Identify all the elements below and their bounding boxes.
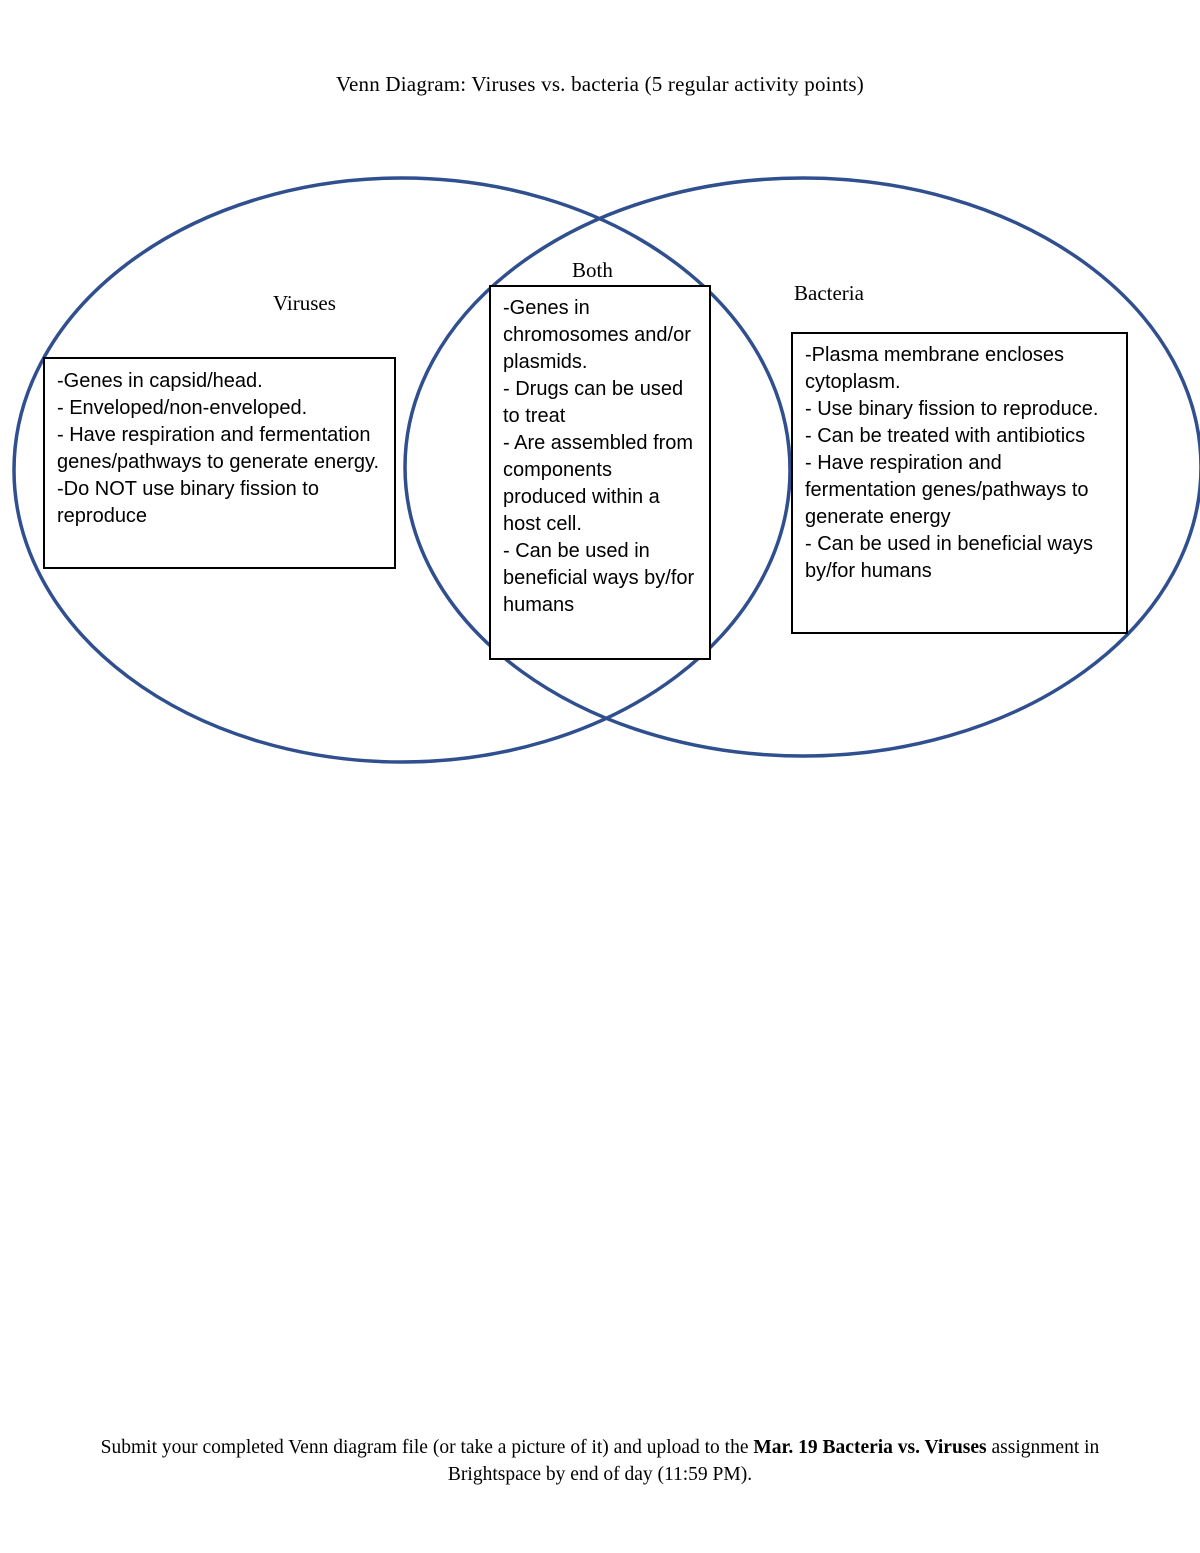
bacteria-item: - Have respiration and fermentation gene… (805, 452, 1095, 528)
bacteria-label: Bacteria (794, 281, 864, 305)
viruses-item: - Have respiration and fermentation gene… (57, 424, 380, 473)
viruses-item: -Do NOT use binary fission to reproduce (57, 478, 325, 527)
viruses-circle (12, 176, 792, 764)
both-label: Both (572, 258, 613, 282)
both-item: - Drugs can be used to treat (503, 378, 689, 427)
assignment-name: Mar. 19 Bacteria vs. Viruses (753, 1437, 987, 1458)
venn-diagram (12, 176, 1200, 764)
bacteria-item: -Plasma membrane encloses cytoplasm. (805, 344, 1070, 393)
instructions-text-end: assignment in Brightspace by end of day … (447, 1437, 1100, 1485)
both-item: - Can be used in beneficial ways by/for … (503, 540, 700, 616)
submission-instructions: Submit your completed Venn diagram file … (100, 1434, 1100, 1488)
bacteria-item: - Can be used in beneficial ways by/for … (805, 533, 1099, 582)
both-box: -Genes in chromosomes and/or plasmids. -… (489, 285, 711, 660)
bacteria-circle (403, 176, 1200, 758)
instructions-text: Submit your completed Venn diagram file … (100, 1437, 754, 1458)
page-title: Venn Diagram: Viruses vs. bacteria (5 re… (335, 72, 865, 96)
viruses-box: -Genes in capsid/head. - Enveloped/non-e… (43, 357, 396, 569)
bacteria-item: - Can be treated with antibiotics (805, 425, 1086, 447)
viruses-label: Viruses (273, 291, 336, 315)
bacteria-item: - Use binary fission to reproduce. (805, 398, 1099, 420)
both-item: - Are assembled from components produced… (503, 432, 699, 535)
viruses-item: -Genes in capsid/head. (57, 370, 263, 392)
viruses-item: - Enveloped/non-enveloped. (57, 397, 308, 419)
both-item: -Genes in chromosomes and/or plasmids. (503, 297, 697, 373)
bacteria-box: -Plasma membrane encloses cytoplasm. - U… (791, 332, 1128, 634)
